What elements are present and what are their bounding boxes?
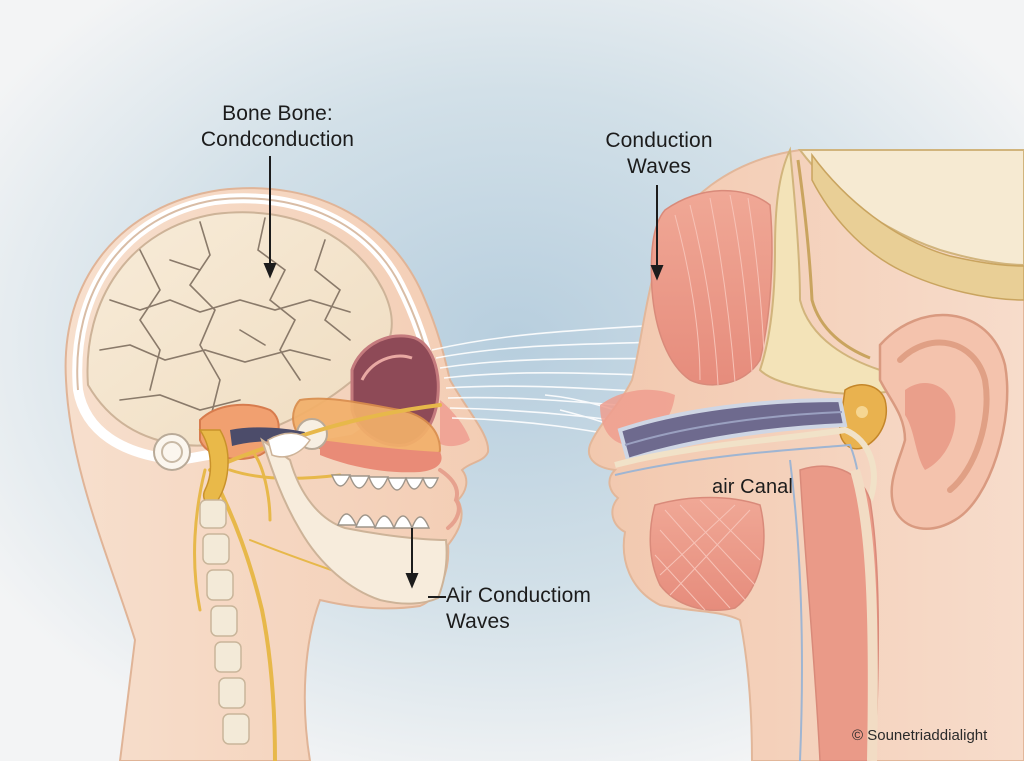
canal-bone-outline (614, 426, 877, 501)
cervical-spine (199, 499, 250, 745)
muscle-fibers-upper (674, 194, 765, 386)
credit-text: © Sounetriaddialight (852, 727, 988, 744)
neck-bone (850, 468, 878, 761)
upper-teeth (331, 474, 440, 491)
outer-ear-concha (905, 382, 956, 470)
conduction-waves-label: Conduction Waves (586, 128, 732, 180)
palate-muscle (320, 440, 442, 473)
bone-conduction-arrowhead (263, 263, 277, 279)
air-conduction-waves-label: Air Conductiom Waves (446, 583, 591, 635)
conduction-waves-arrowhead (650, 265, 664, 281)
skull-sutures (99, 217, 351, 421)
air-conduction-waves-label-line1: Air Conductiom (446, 584, 591, 607)
throat-muscle (649, 496, 765, 611)
left-lips (438, 468, 461, 530)
right-head (587, 146, 1024, 761)
bone-column-inner (796, 159, 871, 360)
air-canal-lining (624, 411, 843, 446)
bone-conduction-label-line2: Condconduction (200, 128, 355, 151)
muscle-fibers-lower (654, 499, 761, 611)
air-canal-label: air Canal (712, 476, 793, 498)
lower-teeth (337, 513, 431, 529)
cochlea-left-ring (161, 441, 183, 463)
facial-muscle-upper (650, 189, 773, 386)
left-head (64, 187, 490, 761)
skull-outline-edge (76, 197, 433, 391)
air-conduction-waves-label-line2: Waves (446, 610, 510, 633)
neck-nerve (789, 459, 803, 761)
conduction-waves-label-line1: Conduction (605, 129, 713, 152)
nasal-cavity-lining (360, 354, 413, 381)
outer-ear-helix (897, 339, 990, 493)
mandible-notch (267, 432, 312, 458)
air-conduction-arrowhead (405, 573, 419, 589)
nasal-cartilage (440, 400, 470, 447)
cochlea-left (153, 433, 191, 471)
label-pointers (263, 156, 664, 598)
cranial-bone-column (758, 146, 903, 395)
bone-conduction-label: Bone Bone: Condconduction (180, 101, 375, 153)
bone-conduction-label-line1: Bone Bone: (222, 102, 333, 125)
ossicle-bead (856, 406, 868, 418)
conduction-waves-label-line2: Waves (627, 155, 691, 178)
